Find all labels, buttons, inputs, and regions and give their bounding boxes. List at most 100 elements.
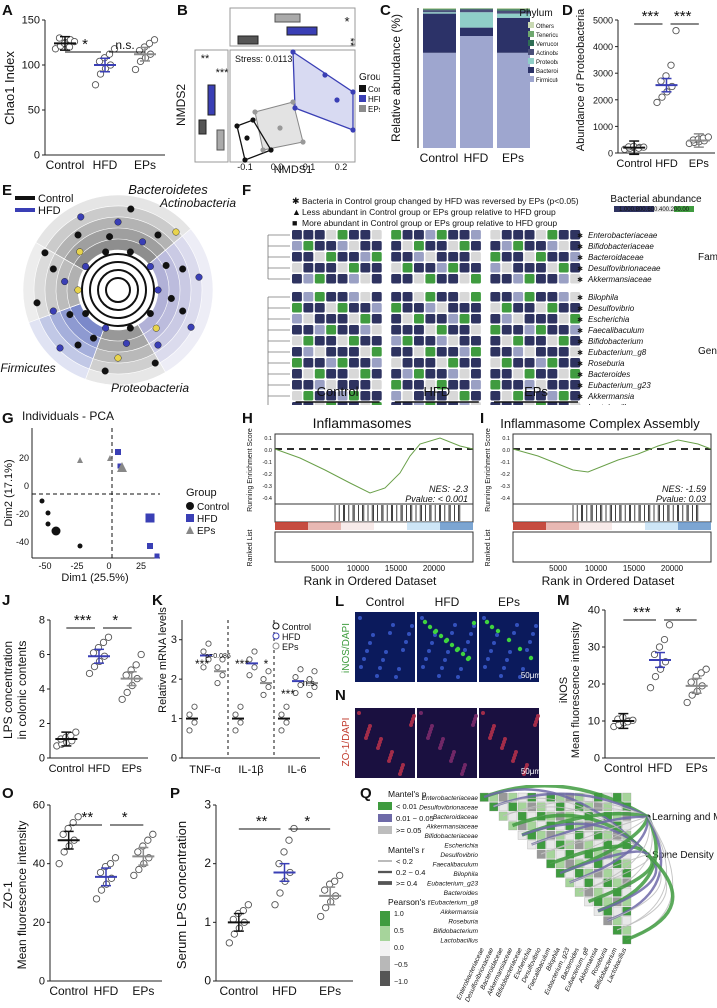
nucleus [525,648,529,652]
heatmap-cell [490,241,500,251]
proteobacteria-chart: Abundance of Proteobacteria0100020003000… [560,0,717,175]
legend-swatch [378,814,392,822]
heatmap-cell [547,252,557,262]
nucleus [446,650,450,654]
heatmap-cell [372,347,382,357]
legend-label: Bacteroidetes [536,69,558,75]
nucleus [421,665,425,669]
heatmap-cell [338,314,348,324]
legend-label: < 0.2 [396,857,413,866]
x-tick-label: 10000 [585,564,608,573]
heatmap-cell [414,292,424,302]
sig-marker: ✱ [577,294,583,302]
y-tick-label: 0.0 [502,448,510,454]
y-axis-title: iNOS [558,677,570,703]
heatmap-cell [315,325,325,335]
heatmap-cell [360,314,370,324]
nucleus [371,633,375,637]
legend-label: EPs [197,526,215,537]
rank-gradient [513,522,546,530]
clade-node [102,325,109,332]
corr-cell [623,869,632,878]
clade-node [75,232,82,239]
y-tick-label: -0.2 [501,472,510,478]
y-axis-title: Serum LPS concentration [174,821,189,969]
heatmap-cell [502,303,512,313]
heatmap-cell [525,292,535,302]
y-tick-label: 4000 [593,42,613,52]
nucleus [459,667,463,671]
rank-gradient [546,522,579,530]
panel-label: C [380,2,391,19]
x-tick-label: 20000 [423,564,446,573]
y-tick-label: 20 [19,453,29,463]
heatmap-cell [372,303,382,313]
heatmap-cell [372,380,382,390]
heatmap-cell [559,380,569,390]
sig-label: n.s. [303,678,318,688]
data-point [656,644,662,650]
data-point [654,99,660,105]
x-tick-label: EPs [319,984,341,998]
heatmap-cell [391,252,401,262]
sig-marker: ✱ [577,360,583,368]
heatmap-cell [502,314,512,324]
sig-marker: ✱ [577,254,583,262]
taxon-label: Roseburia [588,359,625,368]
point-hfd [147,543,153,549]
data-point [133,662,139,668]
clade-node [155,232,162,239]
heatmap-cell [559,336,569,346]
bar-segment-bacteroidetes [423,14,456,53]
heatmap-cell [547,303,557,313]
sig-marker: ✱ [577,371,583,379]
heatmap-cell [559,230,569,240]
heatmap-cell [460,325,470,335]
heatmap-cell [460,263,470,273]
corr-cell [537,831,546,840]
x-tick-label: HFD [94,984,119,998]
heatmap-cell [326,230,336,240]
column-title: Control [366,595,405,609]
nucleus [359,665,363,669]
rank-gradient [407,522,440,530]
point-control [46,511,51,516]
heatmap-cell [490,252,500,262]
data-point [192,720,197,725]
legend-label: HFD [197,514,218,525]
nucleus [437,674,441,678]
heatmap-cell [372,314,382,324]
data-point [647,685,653,691]
taxon-label: Roseburia [448,919,478,926]
taxon-label: Firmicutes [0,361,55,375]
heatmap-cell [502,230,512,240]
y-tick-label: 50 [28,105,40,117]
legend-swatch [528,76,534,82]
heatmap-cell [338,230,348,240]
heatmap-cell [502,274,512,284]
inos-signal [507,638,511,642]
inos-signal [423,620,427,624]
heatmap-cell [471,274,481,284]
heatmap-cell [349,369,359,379]
heatmap-cell [425,369,435,379]
clade-node [102,249,109,256]
heatmap-cell [471,263,481,273]
heatmap-cell [360,230,370,240]
heatmap-cell [437,241,447,251]
heatmap-cell [292,369,302,379]
legend-marker [273,623,279,629]
clade-node [147,310,154,317]
x-tick-label: EPs [134,158,156,172]
hit-frame [513,504,711,522]
gsea-complex-assembly: Inflammasome Complex Assembly0.10.0-0.1-… [478,408,717,590]
gsea-inflammasomes: Inflammasomes0.10.0-0.1-0.2-0.3-0.4NES: … [240,408,478,590]
x-tick-label: Control [49,984,88,998]
heatmap-cell [448,314,458,324]
y-tick-label: 3000 [593,69,613,79]
x-tick-label: Control [49,763,84,775]
nucleus [381,658,385,662]
